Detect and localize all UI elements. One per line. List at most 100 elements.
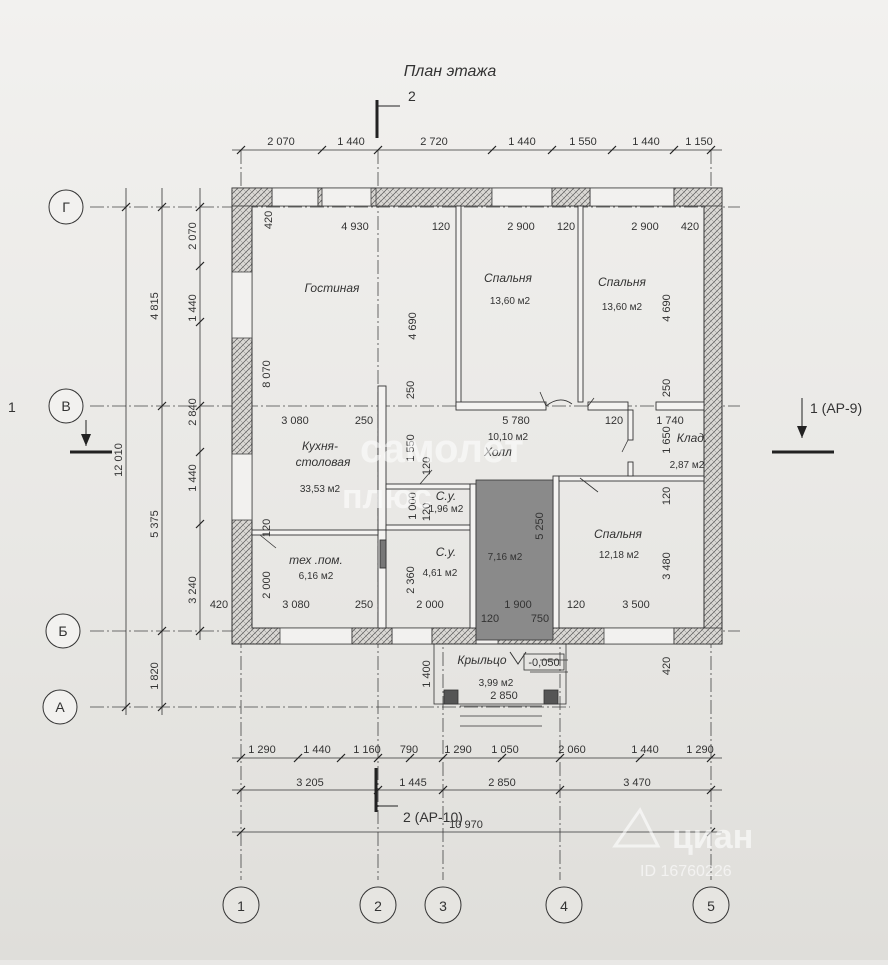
room-kitchen-area: 33,53 м2	[300, 484, 341, 495]
dim-1550: 1 550	[405, 434, 417, 462]
axis-bubbles-numbers: 1 2 3 4 5	[222, 886, 730, 924]
dim-tick	[555, 753, 565, 763]
dim-tick	[373, 145, 383, 155]
dimension-lines	[125, 149, 722, 833]
dim-3080b: 3 080	[282, 599, 310, 611]
dim-left2-2: 5 375	[149, 510, 161, 538]
dim-tick	[195, 317, 205, 327]
dim-bottom1-7: 2 060	[558, 744, 586, 756]
dim-bottom1-9: 1 290	[686, 744, 714, 756]
section-marker-bottom: 2 (АР-10)	[374, 768, 463, 825]
dim-bottom2-3: 2 850	[488, 777, 516, 789]
dim-2000a: 2 000	[261, 571, 273, 599]
dim-tick	[555, 785, 565, 795]
dim-8070: 8 070	[261, 360, 273, 388]
dim-left2-1: 4 815	[149, 292, 161, 320]
axis-number-5: 5	[707, 898, 715, 914]
dim-tick	[195, 519, 205, 529]
room-bedroom1-name: Спальня	[484, 271, 532, 285]
dim-left1-1: 2 070	[187, 222, 199, 250]
hall-wet-zone	[475, 479, 554, 641]
dim-1000: 1 000	[407, 492, 419, 520]
dim-top-1: 2 070	[267, 136, 295, 148]
dim-tick	[317, 145, 327, 155]
room-labels: Гостиная Спальня 13,60 м2 Спальня 13,60 …	[289, 271, 707, 689]
dim-420d: 420	[661, 657, 673, 675]
room-corridor-area: 7,16 м2	[488, 552, 523, 563]
dim-120g: 120	[261, 519, 273, 537]
dim-3480: 3 480	[661, 552, 673, 580]
dim-tick	[195, 401, 205, 411]
axis-number-4: 4	[560, 898, 568, 914]
dim-left1-5: 3 240	[187, 576, 199, 604]
dim-420b: 420	[263, 211, 275, 229]
watermark-plus: плюс	[342, 478, 432, 516]
dim-left1-3: 2 840	[187, 398, 199, 426]
room-bedroom2-area: 13,60 м2	[602, 302, 643, 313]
dim-tick	[236, 753, 246, 763]
axis-letter-b: Б	[58, 623, 67, 639]
room-kitchen-name-1: Кухня-	[302, 439, 338, 453]
dim-bottom1-8: 1 440	[631, 744, 659, 756]
room-storage-name: Клад.	[677, 431, 707, 445]
dim-top-6: 1 440	[632, 136, 660, 148]
dim-bottom-total: 10 970	[449, 819, 483, 831]
axis-number-1: 1	[237, 898, 245, 914]
dim-tick	[236, 145, 246, 155]
room-storage-area: 2,87 м2	[670, 460, 705, 471]
dim-5250: 5 250	[534, 512, 546, 540]
dim-4930: 4 930	[341, 221, 369, 233]
room-bedroom1-area: 13,60 м2	[490, 296, 531, 307]
dim-2850-porch: 2 850	[490, 690, 518, 702]
dim-tick	[405, 753, 415, 763]
room-bedroom3-name: Спальня	[594, 527, 642, 541]
dim-tick	[336, 753, 346, 763]
section-marker-left: 1	[8, 399, 112, 454]
dim-5780: 5 780	[502, 415, 530, 427]
dim-tick	[121, 202, 131, 212]
dim-tick	[497, 753, 507, 763]
section-marker-right: 1 (АР-9)	[772, 398, 862, 454]
axis-letter-v: В	[61, 398, 70, 414]
dim-1400: 1 400	[421, 660, 433, 688]
dim-120d: 120	[421, 457, 433, 475]
dim-left-total: 12 010	[113, 443, 125, 477]
dim-tick	[487, 145, 497, 155]
axis-number-3: 3	[439, 898, 447, 914]
dim-chain-left-2: 4 815 5 375 1 820	[149, 292, 161, 690]
dim-250c: 250	[355, 415, 373, 427]
dim-bottom1-3: 1 160	[353, 744, 381, 756]
dim-250d: 250	[355, 599, 373, 611]
dim-120c: 120	[605, 415, 623, 427]
dim-tick	[706, 827, 716, 837]
dim-250b: 250	[661, 379, 673, 397]
dim-750: 750	[531, 613, 549, 625]
watermark-samolet: самолет	[360, 427, 524, 471]
dim-4690b: 4 690	[661, 294, 673, 322]
watermarks: самолет плюс циан ID 16760226	[342, 427, 753, 880]
dim-tick	[195, 447, 205, 457]
axis-number-2: 2	[374, 898, 382, 914]
room-living-name: Гостиная	[305, 281, 360, 295]
dim-tick	[293, 753, 303, 763]
dim-tick	[635, 753, 645, 763]
dim-tick	[157, 401, 167, 411]
dim-1650: 1 650	[661, 426, 673, 454]
dim-1740: 1 740	[656, 415, 684, 427]
dim-tick	[121, 702, 131, 712]
dim-120f: 120	[661, 487, 673, 505]
dim-tick	[706, 753, 716, 763]
dim-2900b: 2 900	[631, 221, 659, 233]
dim-tick	[706, 145, 716, 155]
axis-letter-a: А	[55, 699, 65, 715]
room-bedroom3-area: 12,18 м2	[599, 550, 640, 561]
dim-tick	[157, 202, 167, 212]
dim-tick	[438, 785, 448, 795]
section-label-left: 1	[8, 399, 16, 415]
section-label-top: 2	[408, 88, 416, 104]
dim-left1-4: 1 440	[187, 464, 199, 492]
dim-4690a: 4 690	[407, 312, 419, 340]
dim-2900a: 2 900	[507, 221, 535, 233]
